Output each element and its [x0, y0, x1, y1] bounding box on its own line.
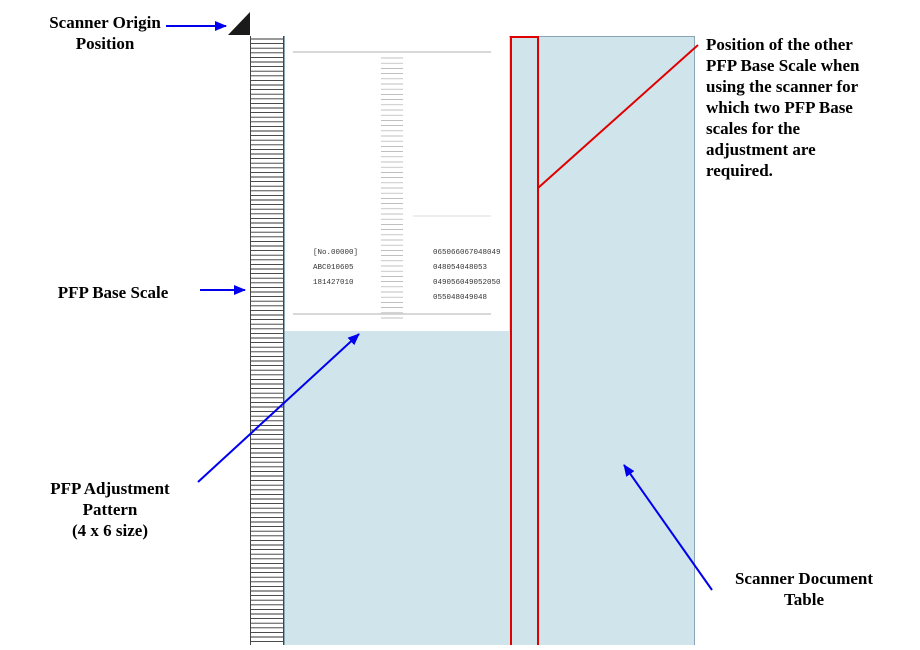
label-line: PFP Base Scale when	[706, 56, 860, 75]
pattern-code-line: 055048049048	[433, 294, 488, 303]
pattern-code-line: 048054048053	[433, 263, 488, 272]
pfp-base-scale-label: PFP Base Scale	[38, 282, 188, 303]
label-line: using the scanner for	[706, 77, 859, 96]
pattern-code-line: 049056049052050	[433, 278, 501, 287]
label-line: required.	[706, 161, 773, 180]
label-line: (4 x 6 size)	[71, 521, 148, 540]
pattern-right-codes: 065066067048049 048054048053 04905604905…	[415, 242, 501, 310]
origin-corner-icon	[228, 12, 250, 35]
label-line: Position of the other	[706, 35, 853, 54]
label-line: adjustment are	[706, 140, 816, 159]
other-scale-position-outline	[510, 36, 539, 645]
label-line: Pattern	[82, 500, 138, 519]
pattern-code-line: 181427010	[313, 278, 354, 287]
table-arrow	[623, 464, 713, 591]
pattern-code-line: ABC010605	[313, 263, 354, 272]
pattern-arrow	[197, 333, 360, 483]
other-scale-pointer-line	[537, 44, 699, 189]
label-line: PFP Adjustment	[50, 479, 170, 498]
pattern-code-line: 065066067048049	[433, 248, 501, 257]
label-line: scales for the	[706, 119, 801, 138]
label-line: Position	[75, 34, 135, 53]
pattern-lines	[293, 51, 491, 319]
pattern-left-codes: [No.00000] ABC010605 181427010	[295, 242, 358, 295]
label-line: Table	[783, 590, 824, 609]
label-line: Scanner Document	[734, 569, 874, 588]
label-line: which two PFP Base	[706, 98, 853, 117]
other-scale-position-label: Position of the other PFP Base Scale whe…	[706, 34, 906, 181]
base-scale-ticks	[251, 38, 283, 643]
scanner-origin-label: Scanner Origin Position	[30, 12, 180, 54]
pfp-base-scale	[250, 36, 284, 645]
pattern-code-line: [No.00000]	[313, 248, 359, 257]
label-line: Scanner Origin	[49, 13, 161, 32]
pfp-adjustment-pattern-label: PFP Adjustment Pattern (4 x 6 size)	[30, 478, 190, 541]
label-line: PFP Base Scale	[57, 283, 169, 302]
scanner-document-table-label: Scanner Document Table	[714, 568, 894, 610]
pfp-adjustment-pattern: [No.00000] ABC010605 181427010 065066067…	[285, 36, 509, 331]
